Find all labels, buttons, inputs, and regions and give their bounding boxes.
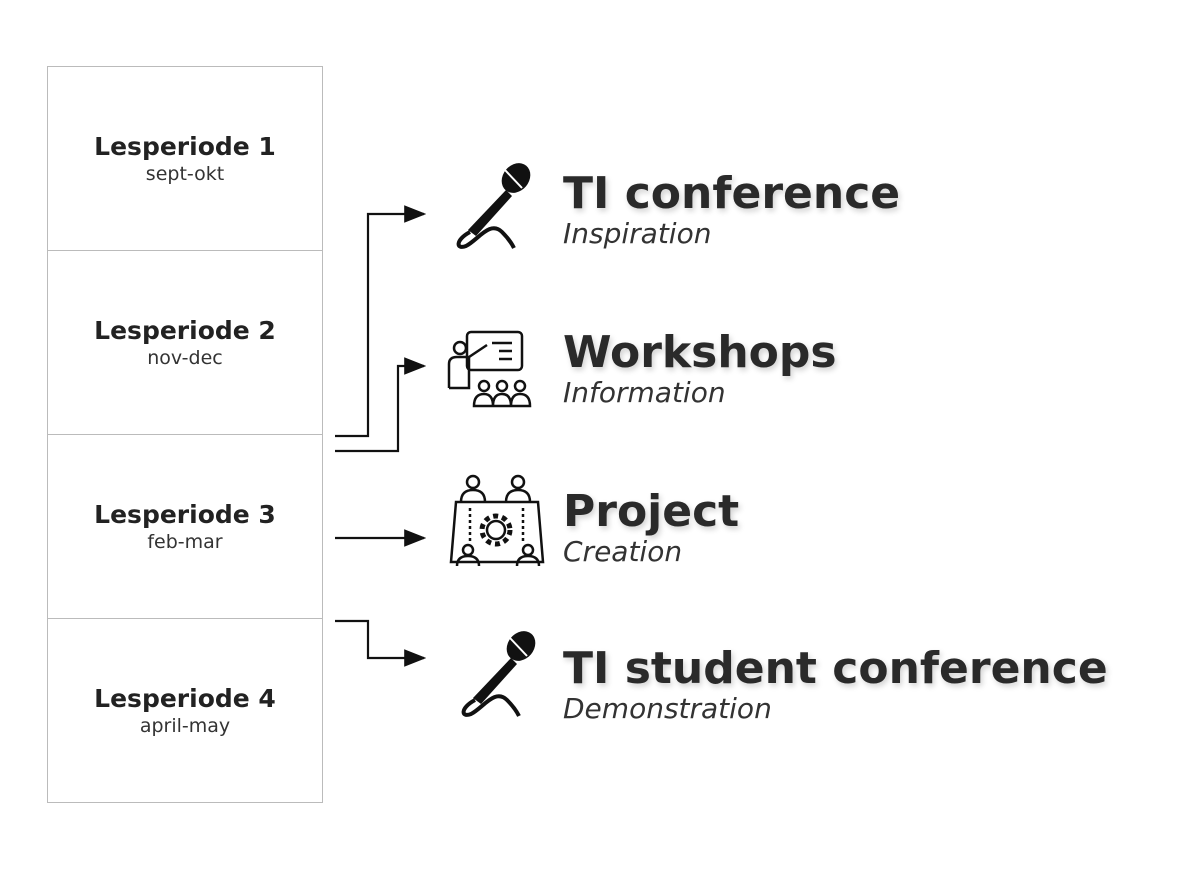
activity-subtitle: Demonstration [563, 692, 772, 725]
microphone-icon [461, 631, 536, 717]
microphone-icon [456, 163, 531, 249]
period-name: Lesperiode 2 [94, 316, 276, 345]
period-name: Lesperiode 3 [94, 500, 276, 529]
period-months: feb-mar [147, 531, 223, 553]
team-table-gear-icon [449, 474, 545, 567]
activity-title: Project [563, 486, 740, 537]
activity-title: TI conference [563, 168, 901, 219]
activity-subtitle: Inspiration [563, 217, 712, 250]
presentation-icon [447, 330, 532, 408]
activity-subtitle: Creation [563, 535, 683, 568]
period-months: sept-okt [145, 163, 225, 185]
period-months: april-may [139, 715, 231, 737]
connector-period4-to-student-conference [335, 619, 427, 667]
period-name: Lesperiode 4 [94, 684, 276, 713]
connector-period3-to-conference [335, 205, 427, 438]
connector-period3-to-workshops [335, 357, 427, 453]
activity-title: Workshops [563, 327, 837, 378]
period-name: Lesperiode 1 [94, 132, 276, 161]
activity-subtitle: Information [563, 376, 726, 409]
period-months: nov-dec [147, 347, 223, 369]
activity-title: TI student conference [563, 643, 1108, 694]
